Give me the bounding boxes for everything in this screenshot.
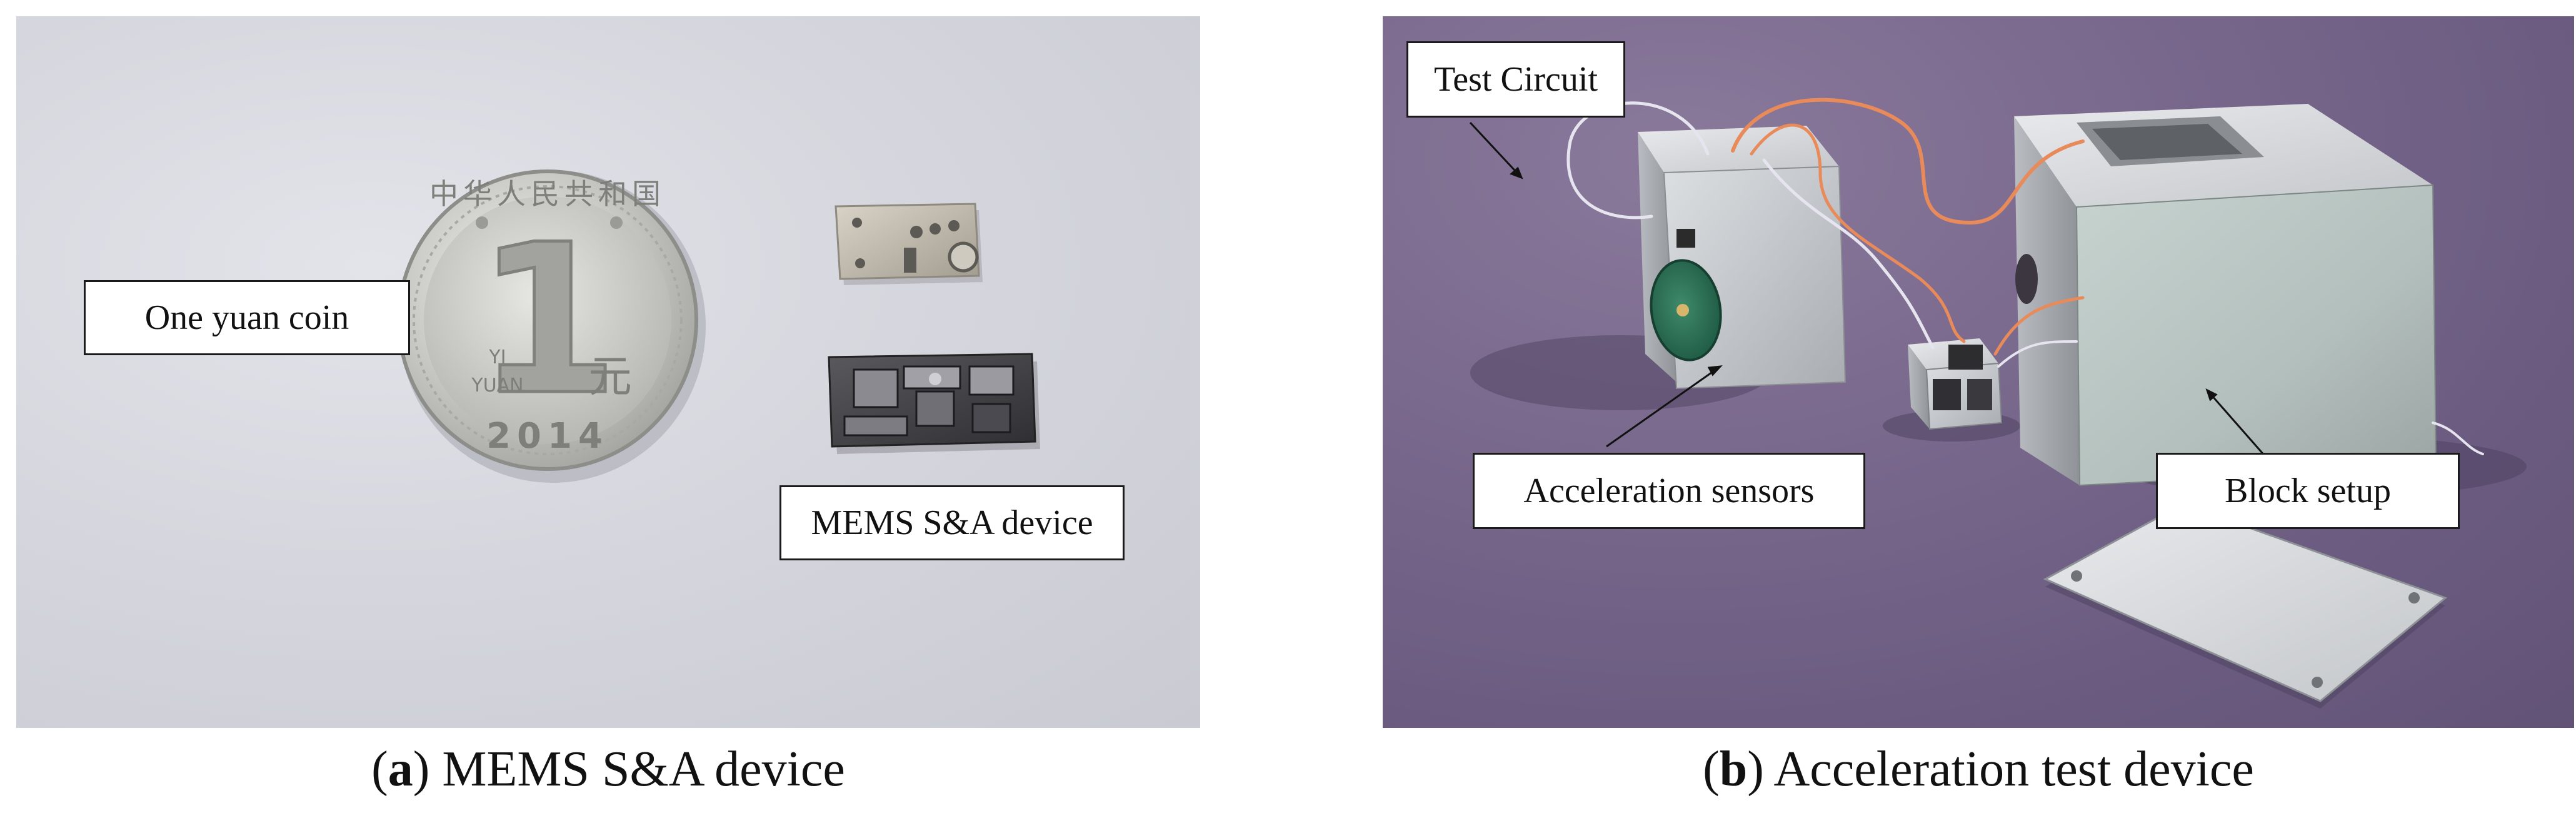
block-lid-plate [2043,503,2447,709]
label-mems-sa-device: MEMS S&A device [779,485,1125,560]
caption-b-letter: b [1719,742,1748,797]
acceleration-sensor-cube [1883,338,2020,442]
photo-acceleration-test-device: Test Circuit Acceleration sensors Block … [1383,16,2574,728]
coin-year-text: 2014 [486,416,609,457]
label-test-circuit: Test Circuit [1406,41,1625,118]
annotation-arrows [1469,121,2267,458]
caption-a-letter: a [388,742,413,797]
caption-b: (b) Acceleration test device [1703,742,2254,797]
coin-yi-text: YI [488,346,506,368]
coin-yuan-text: YUAN [471,375,523,396]
coin-yuan-cn-text: 元 [588,351,632,402]
photo-mems-device: 1 中华人民共和国 YI YUAN 元 2014 [16,16,1200,728]
photo-b-illustration [1383,16,2574,728]
caption-a: (a) MEMS S&A device [371,742,845,797]
photo-a-illustration: 1 中华人民共和国 YI YUAN 元 2014 [397,169,1040,483]
mems-sa-chip [828,353,1040,454]
label-block-setup: Block setup [2156,453,2460,529]
caption-b-text: Acceleration test device [1773,742,2254,797]
sensor-wires [1566,98,2484,455]
caption-a-text: MEMS S&A device [442,742,845,797]
test-circuit-block [1470,126,1847,410]
label-one-yuan-coin: One yuan coin [84,280,410,355]
coin-country-text: 中华人民共和国 [429,177,666,211]
coin-numeral: 1 [476,200,619,440]
block-setup [2014,104,2527,498]
mems-cover-plate [834,203,983,285]
label-acceleration-sensors: Acceleration sensors [1473,453,1865,529]
one-yuan-coin: 1 中华人民共和国 YI YUAN 元 2014 [397,169,698,471]
